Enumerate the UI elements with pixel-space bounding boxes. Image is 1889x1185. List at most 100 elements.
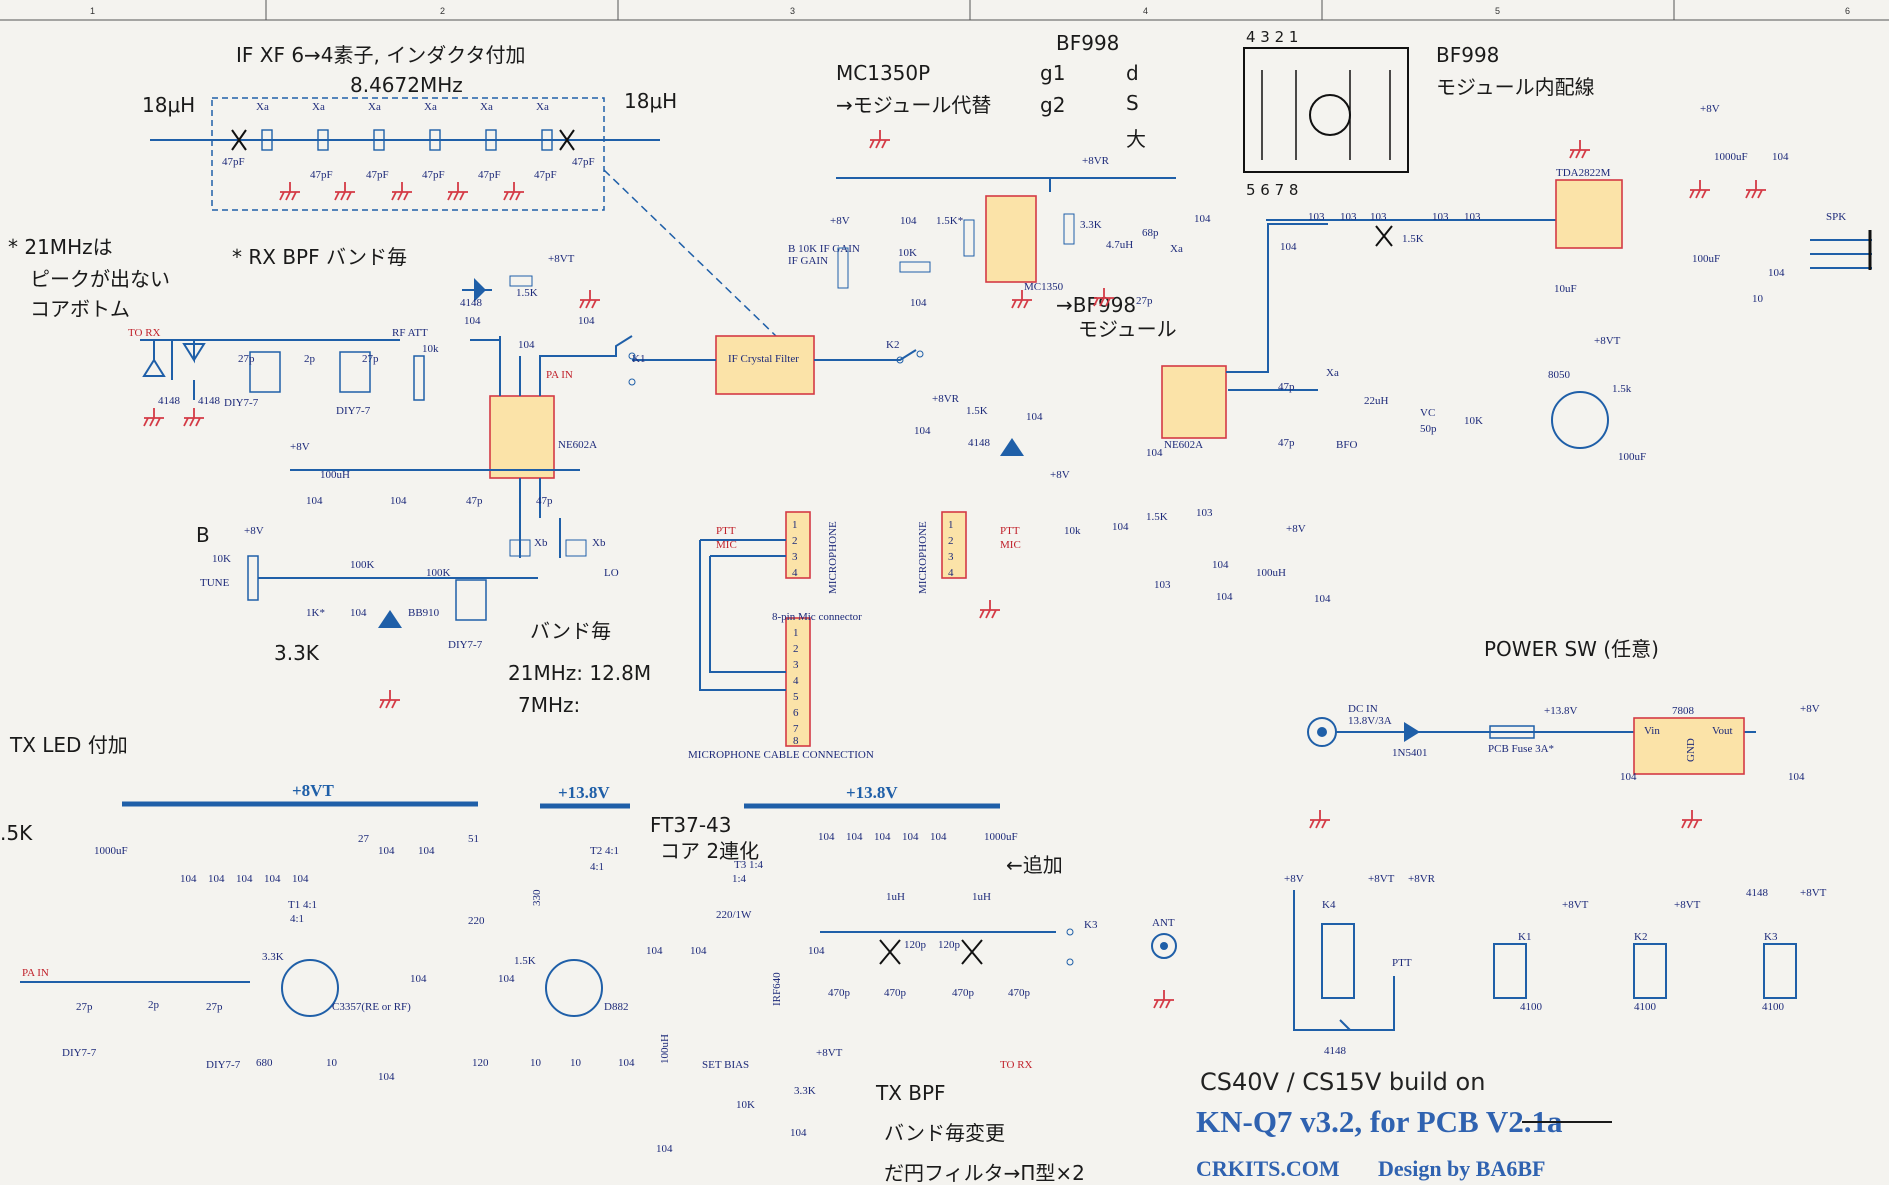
svg-text:104: 104 <box>350 607 367 619</box>
svg-text:103: 103 <box>1154 579 1171 591</box>
svg-text:104: 104 <box>1620 771 1637 783</box>
note-f21: 21MHz: 12.8M <box>508 661 651 685</box>
svg-text:104: 104 <box>790 1127 807 1139</box>
svg-text:104: 104 <box>808 945 825 957</box>
svg-text:4 3 2 1: 4 3 2 1 <box>1246 28 1298 46</box>
svg-text:104: 104 <box>378 845 395 857</box>
svg-text:4148: 4148 <box>460 297 483 309</box>
svg-text:104: 104 <box>1280 241 1297 253</box>
note-if-xf: IF XF 6→4素子, インダクタ付加 <box>236 43 525 67</box>
label-if-crystal-filter: IF Crystal Filter <box>728 353 799 365</box>
svg-text:+8VT: +8VT <box>1674 899 1701 911</box>
svg-text:104: 104 <box>818 831 835 843</box>
svg-text:104: 104 <box>180 873 197 885</box>
note-mc1350p: MC1350P <box>836 61 930 85</box>
label-k1b: K1 <box>1518 931 1531 943</box>
svg-text:100K: 100K <box>350 559 375 571</box>
svg-text:4: 4 <box>792 567 798 579</box>
svg-text:103: 103 <box>1464 211 1481 223</box>
svg-text:4: 4 <box>793 675 799 687</box>
label-mic-conn: 8-pin Mic connector <box>772 611 862 623</box>
label-k1: K1 <box>632 353 645 365</box>
label-1n5401: 1N5401 <box>1392 747 1427 759</box>
svg-text:1.5K: 1.5K <box>516 287 538 299</box>
svg-text:2p: 2p <box>148 999 160 1011</box>
svg-text:104: 104 <box>1112 521 1129 533</box>
svg-text:4148: 4148 <box>968 437 991 449</box>
svg-text:4148: 4148 <box>1746 887 1769 899</box>
svg-text:+13.8V: +13.8V <box>1544 705 1577 717</box>
svg-text:10uF: 10uF <box>1554 283 1577 295</box>
frame-ruler: 1 2 3 4 5 6 <box>0 0 1889 21</box>
svg-text:27p: 27p <box>238 353 255 365</box>
svg-text:10: 10 <box>326 1057 338 1069</box>
label-t1: T1 4:1 <box>288 899 317 911</box>
note-21mhz-a: * 21MHzは <box>8 235 113 259</box>
svg-text:330: 330 <box>531 889 543 906</box>
svg-text:+8V: +8V <box>1284 873 1304 885</box>
svg-text:104: 104 <box>208 873 225 885</box>
svg-text:+8VT: +8VT <box>816 1047 843 1059</box>
svg-text:10: 10 <box>1752 293 1764 305</box>
svg-text:120: 120 <box>472 1057 489 1069</box>
label-if-gain: B 10K IF GAIN <box>788 243 860 255</box>
svg-text:1:4: 1:4 <box>732 873 747 885</box>
label-k3: K3 <box>1084 919 1098 931</box>
svg-text:47pF: 47pF <box>422 169 445 181</box>
note-18uh-right: 18μH <box>624 89 677 113</box>
svg-text:100uF: 100uF <box>1692 253 1720 265</box>
label-tune: TUNE <box>200 577 230 589</box>
svg-text:8: 8 <box>793 735 799 747</box>
svg-text:104: 104 <box>1194 213 1211 225</box>
label-microphone-1: MICROPHONE <box>827 521 839 594</box>
svg-text:50p: 50p <box>1420 423 1437 435</box>
footer-kn: KN-Q7 v3.2, for PCB <box>1196 1104 1486 1139</box>
svg-text:IF GAIN: IF GAIN <box>788 255 828 267</box>
label-t3: T3 1:4 <box>734 859 764 871</box>
svg-text:2: 2 <box>948 535 954 547</box>
svg-text:6: 6 <box>793 707 799 719</box>
bf998-module: 4 3 2 1 5 6 7 8 <box>1243 28 1409 199</box>
svg-text:+8VT: +8VT <box>1594 335 1621 347</box>
svg-text:104: 104 <box>656 1143 673 1155</box>
label-8vt-bus: +8VT <box>292 781 334 800</box>
label-ptt-2: PTT <box>1000 525 1020 537</box>
label-d882: D882 <box>604 1001 628 1013</box>
note-18uh-left: 18μH <box>142 93 195 117</box>
ruler-4: 4 <box>1143 6 1148 16</box>
label-rf-att: RF ATT <box>392 327 428 339</box>
svg-text:47p: 47p <box>466 495 483 507</box>
label-mc1350: MC1350 <box>1024 281 1064 293</box>
label-mic-1: MIC <box>716 539 737 551</box>
svg-text:1uH: 1uH <box>972 891 991 903</box>
svg-text:104: 104 <box>292 873 309 885</box>
svg-text:470p: 470p <box>1008 987 1031 999</box>
svg-text:22uH: 22uH <box>1364 395 1389 407</box>
note-power-sw: POWER SW (任意) <box>1484 637 1659 661</box>
svg-text:5 6 7 8: 5 6 7 8 <box>1246 181 1298 199</box>
ruler-1: 1 <box>90 6 95 16</box>
svg-text:K3: K3 <box>1764 931 1778 943</box>
note-txbpf3: だ円フィルタ→Π型×2 <box>884 1161 1085 1185</box>
svg-text:+8V: +8V <box>1800 703 1820 715</box>
svg-text:7: 7 <box>793 723 799 735</box>
note-3-3k: 3.3K <box>274 641 320 665</box>
svg-text:47p: 47p <box>536 495 553 507</box>
svg-text:103: 103 <box>1340 211 1357 223</box>
svg-text:103: 103 <box>1432 211 1449 223</box>
label-bb910: BB910 <box>408 607 440 619</box>
note-bf998-mod2: モジュール内配線 <box>1436 75 1595 99</box>
label-diy-4: DIY7-7 <box>62 1047 97 1059</box>
note-s: S <box>1126 91 1139 115</box>
label-4100-2: 4100 <box>1634 1001 1657 1013</box>
if-crystal-filter-block <box>715 335 815 395</box>
svg-text:4148: 4148 <box>198 395 221 407</box>
svg-text:10K: 10K <box>736 1099 755 1111</box>
svg-text:47p: 47p <box>1278 437 1295 449</box>
